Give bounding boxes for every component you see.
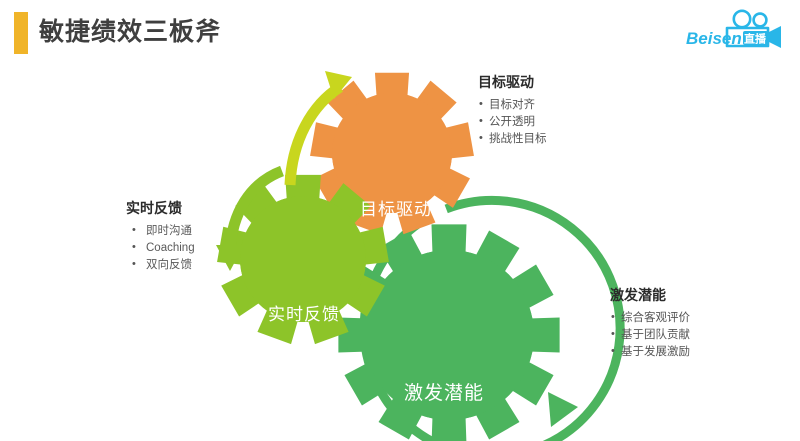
logo-suffix: 直播	[744, 32, 767, 46]
beisen-logo: Beisen 直播	[680, 8, 792, 54]
header-accent-bar	[14, 12, 28, 54]
slide-header: 敏捷绩效三板斧	[0, 0, 800, 64]
gear-diagram: 目标驱动 实时反馈 激发潜能	[0, 55, 800, 441]
list-item: 基于发展激励	[610, 343, 690, 361]
list-item: Coaching	[126, 239, 195, 257]
callout-goal: 目标驱动 目标对齐 公开透明 挑战性目标	[478, 72, 547, 148]
arrow-to-goal-icon	[284, 71, 352, 186]
video-camera-icon: Beisen 直播	[686, 9, 781, 48]
list-item: 公开透明	[478, 113, 547, 131]
callout-feedback-title: 实时反馈	[126, 200, 182, 216]
list-item: 综合客观评价	[610, 309, 690, 327]
callout-feedback-list: 即时沟通 Coaching 双向反馈	[126, 222, 195, 274]
callout-goal-list: 目标对齐 公开透明 挑战性目标	[478, 96, 547, 148]
list-item: 挑战性目标	[478, 130, 547, 148]
callout-potential: 激发潜能 综合客观评价 基于团队贡献 基于发展激励	[610, 285, 690, 361]
logo-wordmark: Beisen	[686, 29, 742, 48]
list-item: 基于团队贡献	[610, 326, 690, 344]
gear-feedback[interactable]	[217, 174, 389, 345]
list-item: 目标对齐	[478, 96, 547, 114]
arrow-to-feedback-icon	[216, 165, 285, 271]
callout-goal-title: 目标驱动	[478, 74, 534, 90]
list-item: 双向反馈	[126, 256, 195, 274]
callout-feedback: 实时反馈 即时沟通 Coaching 双向反馈	[126, 198, 195, 274]
page-title: 敏捷绩效三板斧	[39, 18, 222, 46]
callout-potential-list: 综合客观评价 基于团队贡献 基于发展激励	[610, 309, 690, 361]
list-item: 即时沟通	[126, 222, 195, 240]
gear-potential[interactable]	[338, 224, 560, 441]
callout-potential-title: 激发潜能	[610, 287, 666, 303]
